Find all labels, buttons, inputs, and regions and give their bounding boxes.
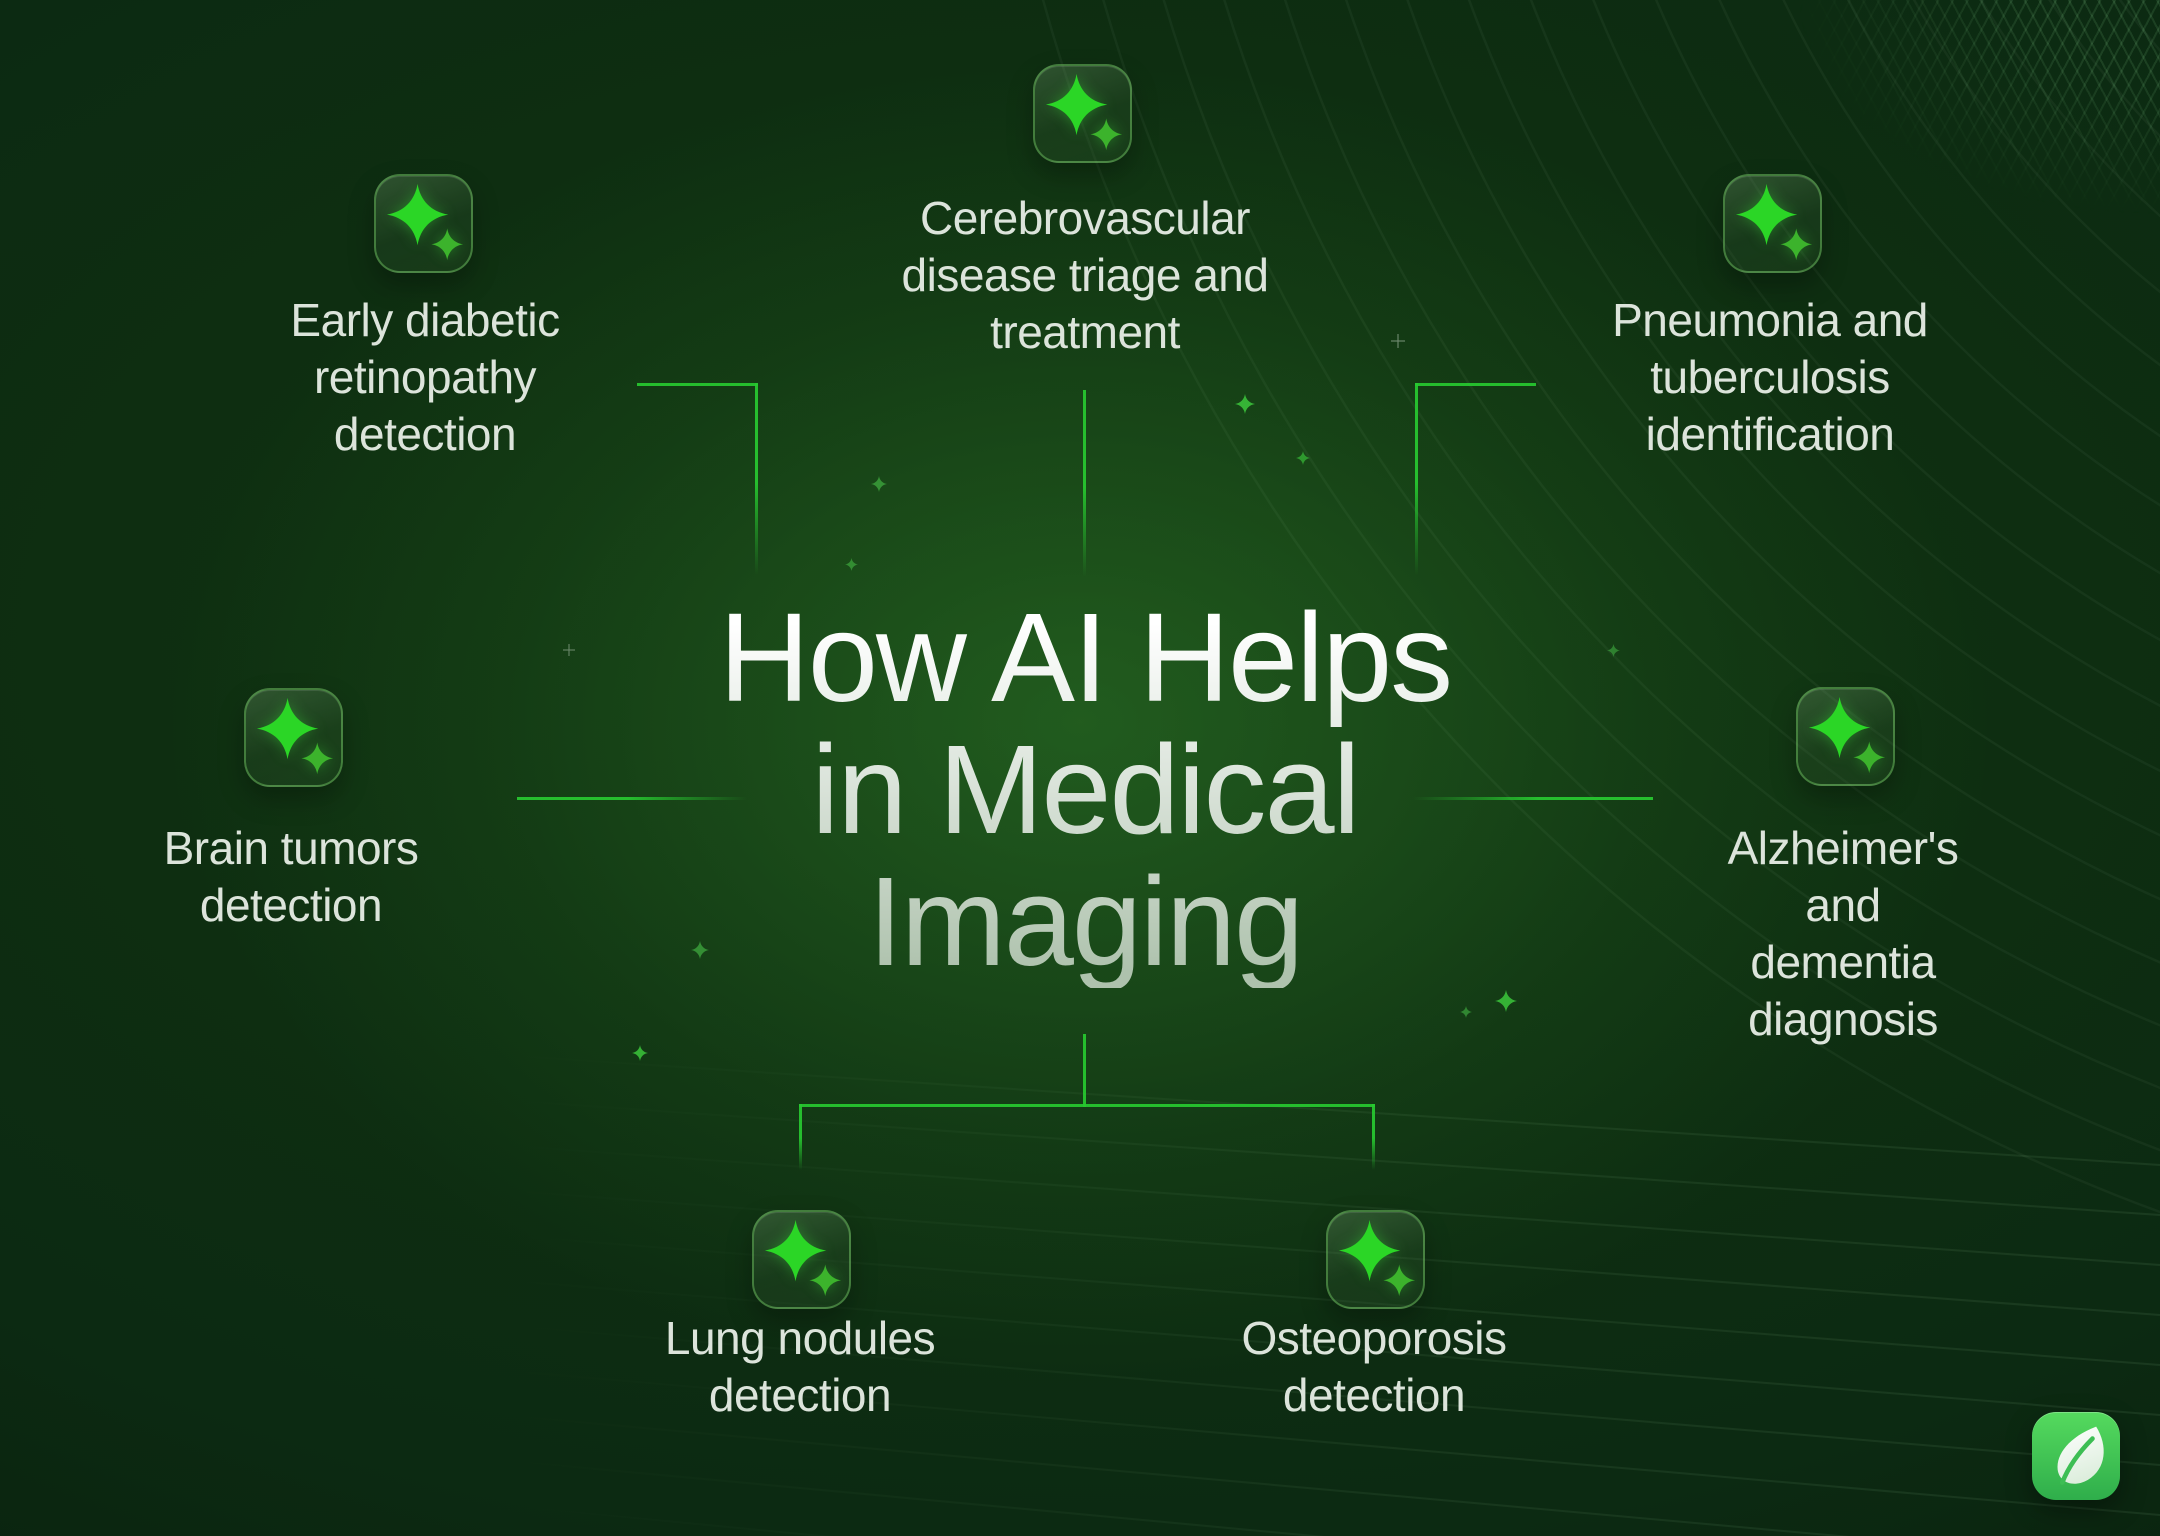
leaf-logo xyxy=(2032,1412,2120,1500)
node-label-line: treatment xyxy=(990,306,1180,358)
sparkle-stars-icon xyxy=(1045,73,1123,151)
node-tile-cerebrovascular xyxy=(1033,64,1132,163)
connector-bottom-drop-right xyxy=(1372,1104,1375,1170)
sparkle-stars-icon xyxy=(764,1219,842,1297)
node-label-line: detection xyxy=(1282,1369,1466,1421)
title-line: How AI Helps xyxy=(718,587,1452,728)
connector-bottom-v xyxy=(1083,1034,1086,1107)
node-label-line: detection xyxy=(199,879,383,931)
sparkle-stars-icon xyxy=(1808,696,1886,774)
leaf-logo-icon xyxy=(2057,1426,2104,1485)
node-tile-alzheimers-dementia xyxy=(1796,687,1895,786)
connector-mid-left-h xyxy=(517,797,747,800)
node-label-line: Pneumonia and xyxy=(1612,294,1928,346)
node-label-line: identification xyxy=(1645,408,1895,460)
title-line: Imaging xyxy=(867,851,1303,992)
node-tile-early-diabetic-retinopathy xyxy=(374,174,473,273)
sparkle-stars-icon xyxy=(1735,183,1813,261)
node-label-line: Cerebrovascular xyxy=(920,192,1250,244)
node-label-alzheimers-dementia: Alzheimer's and dementia diagnosis xyxy=(1685,820,2002,1048)
node-label-line: Alzheimer's and xyxy=(1727,822,1959,931)
sparkle-stars-icon xyxy=(1338,1219,1416,1297)
node-label-line: detection xyxy=(708,1369,892,1421)
node-label-line: Osteoporosis xyxy=(1241,1312,1507,1364)
node-label-lung-nodules: Lung nodules detection xyxy=(664,1310,936,1424)
node-tile-lung-nodules xyxy=(752,1210,851,1309)
node-label-line: disease triage and xyxy=(901,249,1269,301)
connector-top-right-h xyxy=(1415,383,1536,386)
node-label-line: dementia diagnosis xyxy=(1748,936,1938,1045)
connector-top-right-v xyxy=(1415,383,1418,575)
sparkle-stars-icon xyxy=(256,697,334,775)
connector-mid-right-h xyxy=(1413,797,1653,800)
connector-top-left-v xyxy=(755,383,758,575)
node-label-line: Lung nodules xyxy=(664,1312,936,1364)
connector-top-left-h xyxy=(637,383,758,386)
node-tile-pneumonia-tuberculosis xyxy=(1723,174,1822,273)
connector-bottom-h xyxy=(799,1104,1375,1107)
node-tile-osteoporosis xyxy=(1326,1210,1425,1309)
node-label-line: detection xyxy=(333,408,517,460)
node-label-line: tuberculosis xyxy=(1650,351,1890,403)
connector-top-center-v xyxy=(1083,390,1086,577)
node-label-line: retinopathy xyxy=(313,351,537,403)
page-title: How AI Helps in Medical Imaging xyxy=(719,592,1451,988)
title-line: in Medical xyxy=(811,719,1359,860)
node-label-early-diabetic-retinopathy: Early diabetic retinopathy detection xyxy=(290,292,560,463)
node-label-osteoporosis: Osteoporosis detection xyxy=(1241,1310,1507,1424)
node-label-line: Early diabetic xyxy=(290,294,560,346)
node-label-brain-tumors: Brain tumors detection xyxy=(164,820,419,934)
node-label-cerebrovascular: Cerebrovascular disease triage and treat… xyxy=(902,190,1269,361)
node-label-pneumonia-tuberculosis: Pneumonia and tuberculosis identificatio… xyxy=(1612,292,1928,463)
connector-bottom-drop-left xyxy=(799,1104,802,1170)
sparkle-stars-icon xyxy=(386,183,464,261)
node-label-line: Brain tumors xyxy=(163,822,419,874)
node-tile-brain-tumors xyxy=(244,688,343,787)
